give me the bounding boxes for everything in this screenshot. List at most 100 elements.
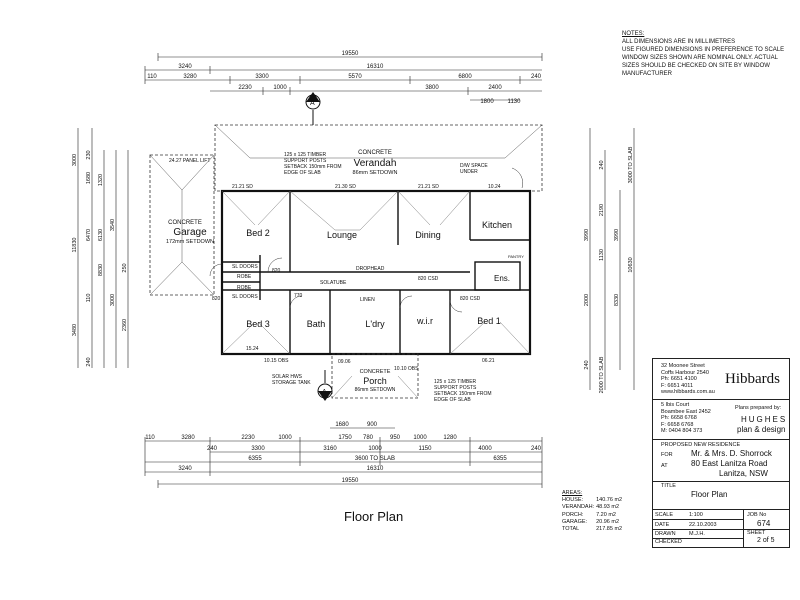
linen-label: LINEN	[360, 297, 375, 303]
dim-left: 1320	[98, 174, 104, 186]
dim-bottom: 1000	[368, 446, 382, 452]
for-label: FOR	[661, 452, 673, 458]
door-size: 770	[294, 293, 303, 299]
dim-right: 240	[599, 160, 605, 169]
door-label: 820 CSD	[418, 276, 439, 282]
dw-space-note: UNDER	[460, 169, 478, 175]
dim-bottom: 1000	[278, 435, 292, 441]
wir-label: w.i.r	[416, 316, 433, 326]
job-label: JOB No	[747, 512, 767, 518]
dim-bottom: 950	[390, 435, 401, 441]
title-label: TITLE	[661, 483, 676, 489]
area-value: 48.93 m2	[596, 504, 620, 511]
dim-bottom: 6355	[493, 456, 507, 462]
address-line: 5 Ibis Court	[661, 402, 690, 408]
at-label: AT	[661, 463, 668, 469]
dining-label: Dining	[415, 230, 441, 240]
door-size: 820	[212, 296, 221, 302]
dim-top: 16310	[367, 64, 384, 70]
dim-overall-bottom: 19550	[342, 478, 359, 484]
dim-top: 110	[147, 74, 157, 80]
verandah-top-label: CONCRETE	[358, 150, 392, 156]
scale-label: SCALE	[655, 512, 674, 518]
bed2-label: Bed 2	[246, 228, 270, 238]
porch-outline	[331, 353, 419, 399]
dim-top: 5570	[348, 74, 362, 80]
dim-bottom: 3600 TO SLAB	[355, 456, 395, 462]
timber-note-top: SUPPORT POSTS	[284, 158, 327, 164]
dim-right: 2000 TO SLAB	[599, 356, 605, 393]
dim-bottom: 900	[367, 422, 378, 428]
robe-label: ROBE	[237, 274, 252, 280]
timber-note-top: SETBACK 150mm FROM	[284, 164, 342, 170]
dim-bottom: 4000	[478, 446, 492, 452]
dim-left: 1680	[86, 172, 92, 184]
window-label: 10.10 OBS	[394, 366, 419, 372]
dim-bottom: 3160	[323, 446, 337, 452]
garage-outline	[149, 154, 215, 296]
drawing-title: Floor Plan	[691, 490, 728, 499]
dim-right: 2190	[599, 204, 605, 216]
dim-bottom: 6355	[248, 456, 262, 462]
dim-left: 2360	[122, 319, 128, 331]
checked-label: CHECKED	[655, 539, 682, 545]
dim-top: 2400	[488, 85, 502, 91]
dim-bottom: 3240	[178, 466, 192, 472]
date-value: 22.10.2003	[689, 522, 717, 528]
address-line: M: 0404 804 373	[661, 428, 703, 434]
dim-left: 3000	[110, 294, 116, 306]
area-label: TOTAL	[562, 526, 580, 533]
address-line: Coffs Harbour 2540	[661, 369, 709, 376]
section-marker-label: A	[322, 389, 327, 396]
porch-sub-label: 86mm SETDOWN	[355, 387, 396, 393]
address-line: Ph: 6658 6768	[661, 415, 697, 421]
dim-left: 230	[86, 150, 92, 159]
kitchen-label: Kitchen	[482, 220, 512, 230]
dim-bottom: 3300	[251, 446, 265, 452]
door-label: 820 CSD	[460, 296, 481, 302]
solar-hws-note: SOLAR HWS	[272, 374, 303, 380]
garage-top-label: CONCRETE	[168, 220, 202, 226]
bed3-label: Bed 3	[246, 319, 270, 329]
areas-table: AREAS: HOUSE:140.76 m2 VERANDAH:48.93 m2…	[562, 490, 624, 533]
dim-top: 3800	[425, 85, 439, 91]
solatube-label: SOLATUBE	[320, 280, 347, 286]
notes-line: MANUFACTURER	[622, 71, 673, 77]
dim-top: 240	[531, 74, 542, 80]
dim-top: 6800	[458, 74, 472, 80]
section-marker-label: A	[310, 100, 315, 107]
site-address-1: 80 East Lanitza Road	[691, 459, 768, 468]
window-label: 15.24	[246, 346, 259, 352]
dim-left: 8830	[98, 264, 104, 276]
solar-hws-note: STORAGE TANK	[272, 380, 311, 386]
address-line: F: 6658 6768	[661, 421, 694, 428]
dim-bottom: 110	[145, 435, 155, 441]
lounge-label: Lounge	[327, 230, 357, 240]
timber-note-bottom: SETBACK 150mm FROM	[434, 391, 492, 397]
notes-heading: NOTES:	[622, 31, 645, 37]
window-label: 10.24	[488, 184, 501, 190]
timber-note-top: EDGE OF SLAB	[284, 170, 321, 176]
dim-bottom: 240	[207, 446, 218, 452]
dim-left: 250	[122, 263, 128, 272]
area-value: 7.20 m2	[596, 511, 616, 518]
area-label: HOUSE:	[562, 497, 584, 504]
area-value: 20.96 m2	[596, 518, 620, 525]
dim-top: 1800	[480, 99, 494, 105]
sl-doors-label: SL DOORS	[232, 294, 258, 300]
date-label: DATE	[655, 522, 670, 528]
area-value: 140.76 m2	[596, 497, 623, 504]
notes-block: NOTES: ALL DIMENSIONS ARE IN MILLIMETRES…	[622, 30, 794, 78]
garage-label: Garage	[173, 227, 207, 238]
address-line: F: 6651 4011	[661, 382, 694, 389]
drawn-value: M.J.H.	[689, 531, 705, 537]
robe-label: ROBE	[237, 285, 252, 291]
porch-top-label: CONCRETE	[360, 369, 391, 375]
dim-left: 6470	[86, 229, 92, 241]
plan-title: Floor Plan	[344, 509, 404, 524]
designer-name: HUGHES	[741, 415, 788, 424]
site-address-2: Lanitza, NSW	[719, 469, 768, 478]
dim-left: 240	[86, 357, 92, 366]
dim-bottom: 16310	[367, 466, 384, 472]
pantry-label: PANTRY	[508, 254, 524, 259]
